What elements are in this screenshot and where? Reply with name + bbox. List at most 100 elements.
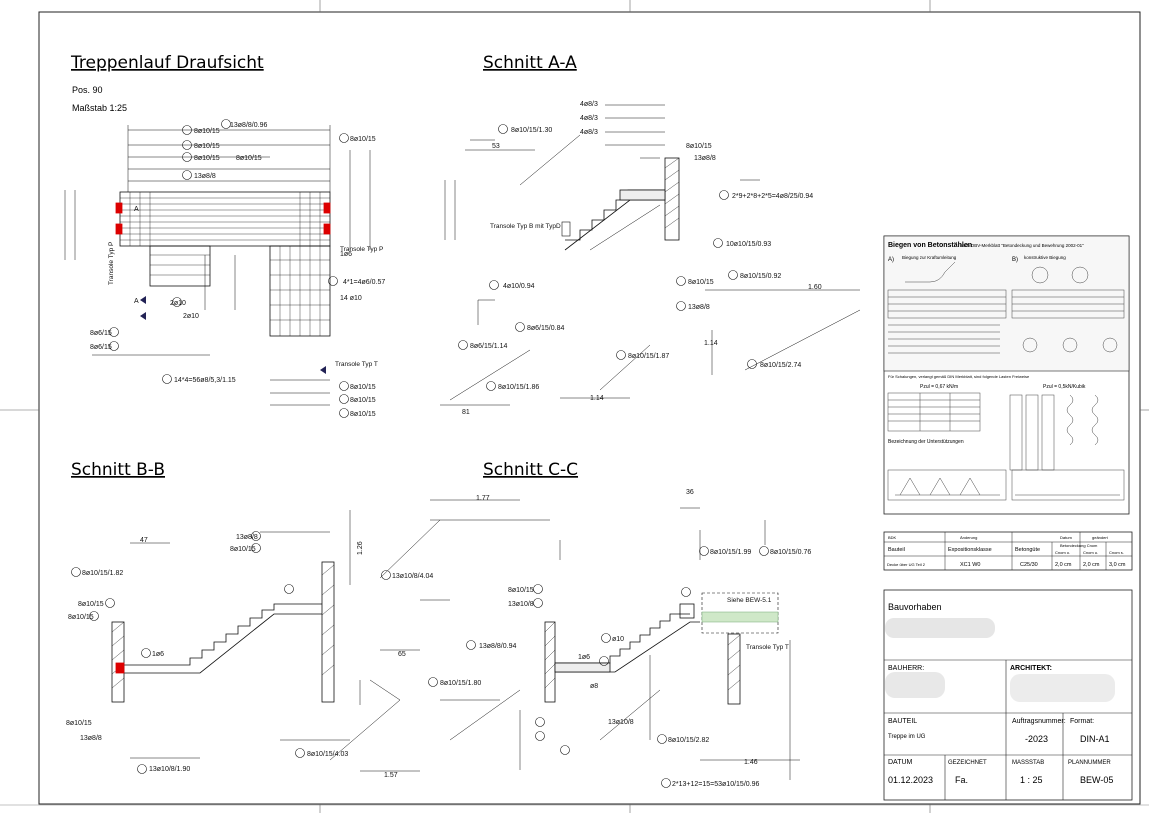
table-val-o: 2,0 cm	[1055, 562, 1072, 568]
b-label-126: 1.26	[357, 541, 364, 555]
table-h1: BDK	[888, 535, 897, 540]
section-a-pos-circles	[458, 124, 757, 391]
a-label-5: 8ø10/15/1.86	[498, 384, 539, 391]
b-label-19: 8ø10/15/4.03	[307, 751, 348, 758]
plan-label-tp2: Transole Typ P	[340, 246, 383, 253]
plan-label-9: 14*4=56ø8/5,3/1.15	[174, 377, 236, 384]
plan-label-21: 4*1=4ø6/0.57	[343, 279, 385, 286]
legend-a: A)	[888, 257, 894, 263]
a-label-r7: 13ø8/8	[688, 304, 710, 311]
b-label-s15: 8ø10/15	[66, 720, 92, 727]
b-label-s1: 1ø6	[152, 651, 164, 658]
plan-label-15: 8ø10/15	[350, 136, 376, 143]
plan-label-b11: 8ø10/15	[350, 384, 376, 391]
legend-bez: Bezeichnung der Unterstützungen	[888, 439, 964, 445]
section-b-pos-circles	[71, 531, 476, 774]
plan-label-1: 8ø6/15	[90, 344, 112, 351]
plan-label-10: 13ø8/8/0.96	[230, 122, 267, 129]
a-label-81: 81	[462, 409, 470, 416]
c-label-s6: 1ø6	[578, 654, 590, 661]
c-label-146: 1.46	[744, 759, 758, 766]
a-label-15: 8ø10/15/2.74	[760, 362, 801, 369]
plan-label-b12: 8ø10/15	[350, 397, 376, 404]
b-label-177: 1.77	[476, 495, 490, 502]
tb-massstab-val: 1 : 25	[1020, 775, 1043, 785]
section-a-drawing	[440, 104, 861, 406]
plan-label-7: 8ø10/15	[236, 155, 262, 162]
b-label-20: 8ø10/15/1.80	[440, 680, 481, 687]
a-label-8: 8ø10/15/0.92	[740, 273, 781, 280]
plan-label-4: 8ø10/15	[194, 128, 220, 135]
plan-label-5: 8ø10/15	[194, 143, 220, 150]
a-label-r1: 4ø8/3	[580, 101, 598, 108]
plan-label-b13: 8ø10/15	[350, 411, 376, 418]
c-label-siehe: Siehe BEW-5.1	[727, 597, 772, 604]
tb-redacted-2	[885, 672, 945, 698]
a-label-r4: 13ø8/8	[694, 155, 716, 162]
legend-a-text: Biegung zur Kraftumleitung	[902, 255, 957, 260]
tb-bauvorhaben: Bauvorhaben	[888, 602, 942, 612]
c-label-36: 36	[686, 489, 694, 496]
tb-plannr: PLANNUMMER	[1068, 760, 1111, 766]
table-col-u3: Cnom s.	[1109, 550, 1124, 555]
b-label-23: 13ø8/8/0.94	[479, 643, 516, 650]
plan-label-tp1: Transole Typ P	[108, 242, 115, 285]
table-h3: Datum	[1060, 535, 1072, 540]
section-b-drawing	[111, 499, 550, 772]
plan-pos-circles	[109, 119, 349, 418]
plan-pos: Pos. 90	[72, 85, 103, 95]
a-label-114: 1.14	[704, 340, 718, 347]
legend-title: Biegen von Betonstählen	[888, 242, 972, 249]
exposure-table: BDK Änderung Datum geändert Bauteil Expo…	[883, 531, 1133, 571]
tb-redacted-1	[885, 618, 995, 638]
c-label-13: 8ø10/15/2.82	[668, 737, 709, 744]
tb-bauteil-val: Treppe im UG	[888, 734, 926, 740]
title-block: Bauvorhaben BAUHERR: ARCHITEKT: BAUTEIL …	[883, 589, 1133, 801]
table-col-expo: Expositionsklasse	[948, 547, 992, 553]
section-c-pos-circles	[533, 546, 769, 788]
tb-datum-val: 01.12.2023	[888, 775, 933, 785]
section-c-title: Schnitt C-C	[483, 460, 578, 480]
plan-mark-a2: A	[134, 206, 139, 213]
c-label-12: 8ø10/15/0.76	[770, 549, 811, 556]
a-label-4: 8ø10/15/1.87	[628, 353, 669, 360]
a-label-r2: 4ø8/3	[580, 115, 598, 122]
a-label-1: 8ø6/15/1.14	[470, 343, 507, 350]
a-label-7: 10ø10/15/0.93	[726, 241, 771, 248]
legend-pzul2: Pzul = 0,5kN/Kubik	[1043, 384, 1086, 390]
a-label-2: 8ø6/15/0.84	[527, 325, 564, 332]
sheet-border	[38, 11, 1141, 805]
tb-massstab: MASSSTAB	[1012, 760, 1044, 766]
c-label-11: 8ø10/15/1.99	[710, 549, 751, 556]
section-a-title: Schnitt A-A	[483, 53, 577, 73]
tb-bauherr: BAUHERR:	[888, 665, 924, 672]
a-label-22: 2*9+2*8+2*5=4ø8/25/0.94	[732, 193, 813, 200]
legend-subtitle: nach DBV-Merkblatt "Betondeckung und Bew…	[960, 243, 1084, 248]
c-label-s20: 8ø10/15	[508, 587, 534, 594]
a-label-114b: 1.14	[590, 395, 604, 402]
c-label-s8: ø8	[590, 683, 598, 690]
section-a-labels: 8ø10/15/1.30 53 4ø10/0.94 8ø6/15/0.84 8ø…	[462, 101, 822, 416]
b-label-65: 65	[398, 651, 406, 658]
section-b-labels: 8ø10/15/1.82 47 13ø10/8/4.04 13ø8/8/0.94…	[66, 495, 516, 779]
tb-bauteil: BAUTEIL	[888, 718, 917, 725]
plan-label-2: 8ø6/15	[90, 330, 112, 337]
table-val-u: 2,0 cm	[1083, 562, 1100, 568]
a-label-53: 53	[492, 143, 500, 150]
b-label-157: 1.57	[384, 772, 398, 779]
a-label-tb: Transole Typ B mit TypD	[490, 223, 561, 230]
tb-gez-val: Fa.	[955, 775, 968, 785]
b-label-18: 13ø10/8/1.90	[149, 766, 190, 773]
b-label-16: 8ø10/15/1.82	[82, 570, 123, 577]
c-label-14: 2*13+12=15=53ø10/15/0.96	[672, 781, 759, 788]
a-label-6: 8ø10/15/1.30	[511, 127, 552, 134]
table-col-u1: Cnom o.	[1055, 550, 1070, 555]
plan-label-tt: Transole Typ T	[335, 361, 378, 368]
plan-view-title: Treppenlauf Draufsicht	[70, 53, 264, 73]
legend-pzul1: Pzul = 0,67 kN/m	[920, 384, 958, 390]
plan-scale: Maßstab 1:25	[72, 103, 127, 113]
b-label-s25: 13ø8/8	[236, 534, 258, 541]
tb-format: Format:	[1070, 718, 1094, 725]
a-label-r5: 8ø10/15	[686, 143, 712, 150]
